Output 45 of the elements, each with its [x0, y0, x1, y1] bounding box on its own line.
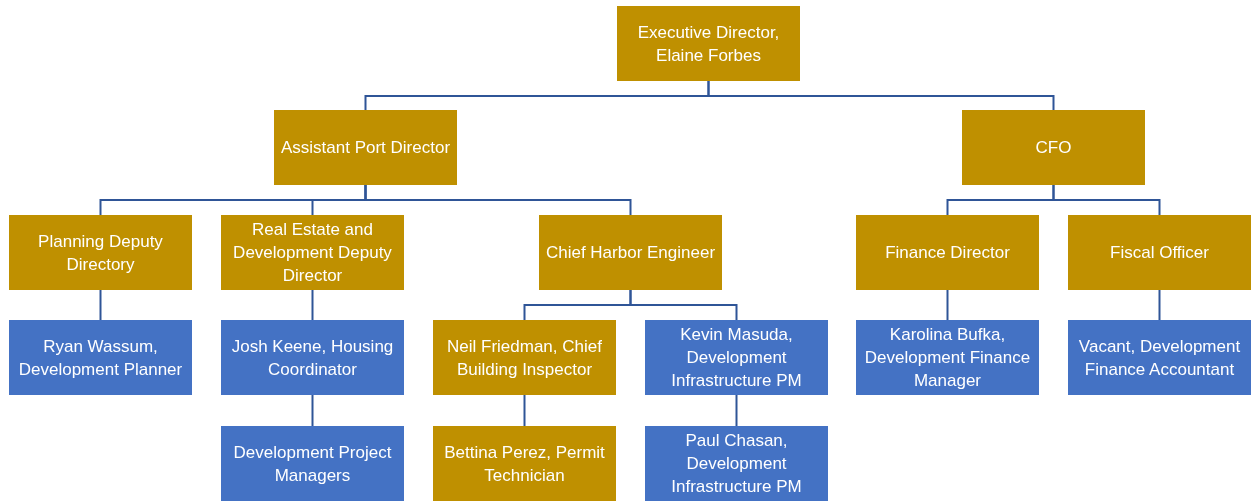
role-text: Bettina Perez, Permit Technician — [443, 441, 606, 487]
connector-line — [99, 289, 102, 321]
connector-line — [629, 289, 738, 321]
connector-line — [364, 184, 632, 216]
role-text: Planning Deputy Directory — [37, 230, 164, 276]
org-box — [221, 426, 404, 501]
org-box — [221, 215, 404, 290]
org-box — [9, 320, 192, 395]
connector-line — [946, 289, 949, 321]
role-text: Ryan Wassum, Development Planner — [17, 335, 184, 381]
connector-line — [523, 394, 526, 427]
role-text: Assistant Port Director — [280, 137, 451, 159]
role-text: Paul Chasan, Development Infrastructure PM — [670, 430, 803, 498]
org-box — [9, 215, 192, 290]
connector-line — [735, 394, 738, 427]
role-text: Chief Harbor Engineer — [545, 242, 716, 264]
org-box — [433, 320, 616, 395]
connector-line — [1052, 184, 1161, 216]
connector-line — [1158, 289, 1161, 321]
org-box — [1068, 215, 1251, 290]
role-text: Finance Director — [885, 242, 1010, 264]
role-text: Vacant, Development Finance Accountant — [1077, 335, 1242, 381]
connector-line — [311, 289, 314, 321]
org-box — [645, 426, 828, 501]
role-text: Fiscal Officer — [1110, 242, 1209, 264]
org-box — [433, 426, 616, 501]
org-box — [856, 320, 1039, 395]
role-text: Development Project Managers — [232, 441, 393, 487]
org-box — [645, 320, 828, 395]
role-text: Executive Director, Elaine Forbes — [636, 21, 781, 67]
connector-line — [707, 80, 1055, 111]
role-text: Real Estate and Development Deputy Director — [232, 219, 393, 287]
role-text: Karolina Bufka, Development Finance Manager — [863, 324, 1032, 392]
org-box — [1068, 320, 1251, 395]
role-text: CFO — [1035, 137, 1072, 159]
connector-line — [311, 394, 314, 427]
org-box — [221, 320, 404, 395]
org-box — [617, 6, 800, 81]
role-text: Neil Friedman, Chief Building Inspector — [446, 335, 603, 381]
role-text: Kevin Masuda, Development Infrastructure PM — [670, 324, 803, 392]
org-box — [962, 110, 1145, 185]
org-box — [539, 215, 722, 290]
role-text: Josh Keene, Housing Coordinator — [230, 335, 395, 381]
org-box — [856, 215, 1039, 290]
org-box — [274, 110, 457, 185]
